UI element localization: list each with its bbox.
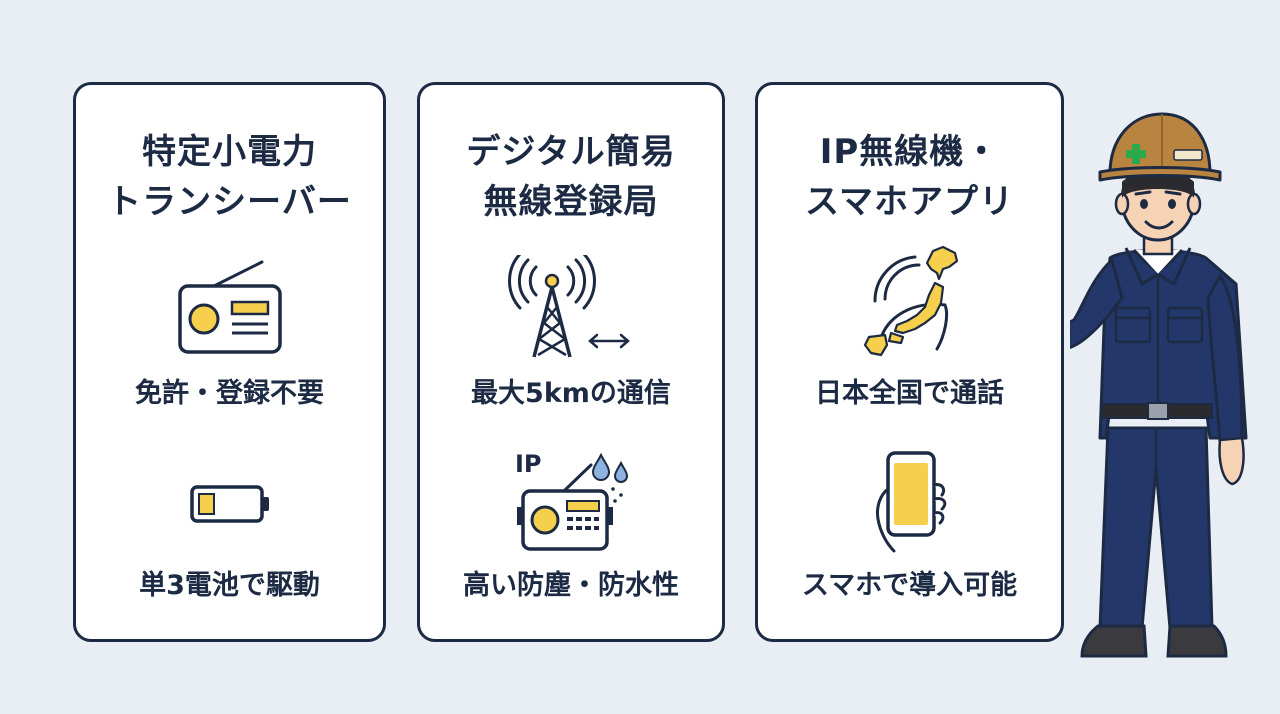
card-title-line-1: 特定小電力 bbox=[142, 132, 317, 172]
feature-label: 日本全国で通話 bbox=[815, 378, 1004, 409]
feature-label: スマホで導入可能 bbox=[801, 570, 1018, 601]
card-title-line-2: トランシーバー bbox=[107, 182, 352, 222]
card-title: 特定小電力 トランシーバー bbox=[76, 127, 383, 227]
feature-label: 高い防塵・防水性 bbox=[463, 570, 679, 601]
japan-map-icon bbox=[863, 245, 958, 357]
ip-badge: IP bbox=[515, 450, 542, 478]
waterproof-radio-icon: IP bbox=[515, 450, 629, 551]
card-title: デジタル簡易 無線登録局 bbox=[420, 127, 722, 227]
card-title-line-2: 無線登録局 bbox=[483, 182, 659, 222]
worker-presenter-icon bbox=[1070, 112, 1248, 658]
card-title-line-1: IP無線機・ bbox=[819, 132, 1000, 172]
card-title-line-1: デジタル簡易 bbox=[466, 132, 676, 172]
card-title-line-2: スマホアプリ bbox=[805, 182, 1014, 222]
smartphone-icon bbox=[875, 451, 946, 553]
card-tokutei-shoudenryoku: 特定小電力 トランシーバー 免許・登録不要 単3電池で駆動 bbox=[73, 82, 386, 642]
feature-label: 単3電池で駆動 bbox=[139, 570, 320, 601]
battery-icon bbox=[189, 485, 269, 523]
card-digital-kanimusen: デジタル簡易 無線登録局 最大5kmの通信 IP 高い防塵・防水性 bbox=[417, 82, 725, 642]
feature-label: 最大5kmの通信 bbox=[471, 378, 671, 409]
antenna-tower-icon bbox=[508, 255, 630, 358]
feature-label: 免許・登録不要 bbox=[135, 378, 324, 409]
card-ip-musen: IP無線機・ スマホアプリ 日本全国で通話 スマホで導入可能 bbox=[755, 82, 1064, 642]
cross-icon bbox=[1126, 144, 1146, 164]
card-title: IP無線機・ スマホアプリ bbox=[758, 127, 1061, 227]
radio-icon bbox=[177, 260, 282, 354]
